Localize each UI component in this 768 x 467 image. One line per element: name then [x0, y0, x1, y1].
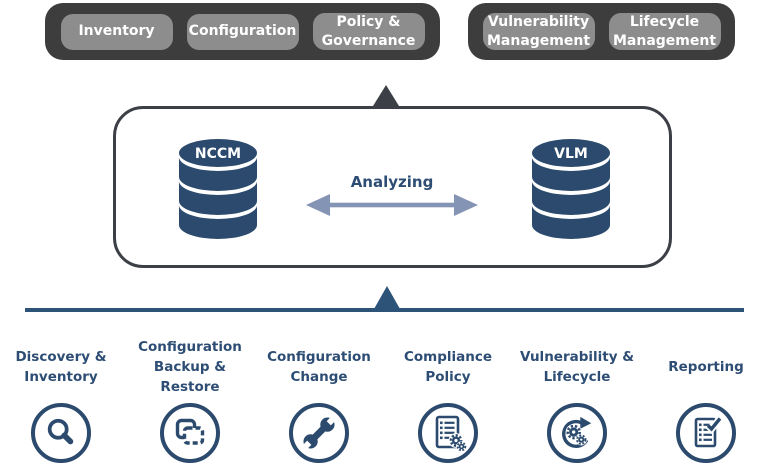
feature-label: Reporting — [668, 359, 744, 375]
analyzing-connector: Analyzing — [302, 173, 482, 218]
database-nccm-label: NCCM — [195, 146, 241, 162]
pill-label: Lifecycle Management — [612, 14, 717, 49]
wrench-icon — [289, 403, 349, 463]
database-nccm-icon: NCCM — [179, 139, 257, 239]
pill-label: Policy & Governance — [321, 14, 416, 49]
database-vlm-icon: VLM — [532, 139, 610, 239]
capability-pill-policy-governance: Policy & Governance — [312, 13, 425, 50]
pill-label: Vulnerability Management — [486, 14, 591, 49]
pill-label: Configuration — [188, 23, 297, 40]
checklist-gears-icon — [418, 403, 478, 463]
capability-pill-configuration: Configuration — [186, 13, 299, 50]
database-vlm-label: VLM — [554, 146, 588, 162]
capability-group-nccm: Inventory Configuration Policy & Governa… — [45, 3, 440, 60]
gears-refresh-icon — [547, 403, 607, 463]
copy-icon — [160, 403, 220, 463]
arrow-up-to-core-icon — [374, 286, 400, 309]
arrow-up-to-header-icon — [373, 85, 399, 106]
analyzing-label: Analyzing — [350, 173, 434, 191]
feature-discovery-inventory: Discovery & Inventory — [0, 335, 123, 463]
feature-label: Compliance Policy — [403, 349, 493, 385]
feature-config-change: Configuration Change — [257, 335, 381, 463]
capability-pill-lifecycle-management: Lifecycle Management — [608, 13, 721, 50]
feature-compliance-policy: Compliance Policy — [386, 335, 510, 463]
base-line-divider — [25, 308, 744, 312]
report-check-icon — [676, 403, 736, 463]
feature-label: Discovery & Inventory — [15, 349, 107, 385]
pill-label: Inventory — [78, 23, 155, 40]
capability-pill-vulnerability-management: Vulnerability Management — [482, 13, 595, 50]
feature-reporting: Reporting — [644, 335, 768, 463]
feature-label: Vulnerability & Lifecycle — [519, 349, 634, 385]
feature-vulnerability-lifecycle: Vulnerability & Lifecycle — [515, 335, 639, 463]
capability-group-vlm: Vulnerability Management Lifecycle Manag… — [468, 3, 735, 60]
feature-label: Configuration Change — [267, 349, 371, 385]
double-arrow-icon — [306, 194, 478, 216]
feature-config-backup-restore: Configuration Backup & Restore — [128, 335, 252, 463]
capability-pill-inventory: Inventory — [60, 13, 173, 50]
magnifier-icon — [31, 403, 91, 463]
feature-label: Configuration Backup & Restore — [138, 339, 242, 395]
